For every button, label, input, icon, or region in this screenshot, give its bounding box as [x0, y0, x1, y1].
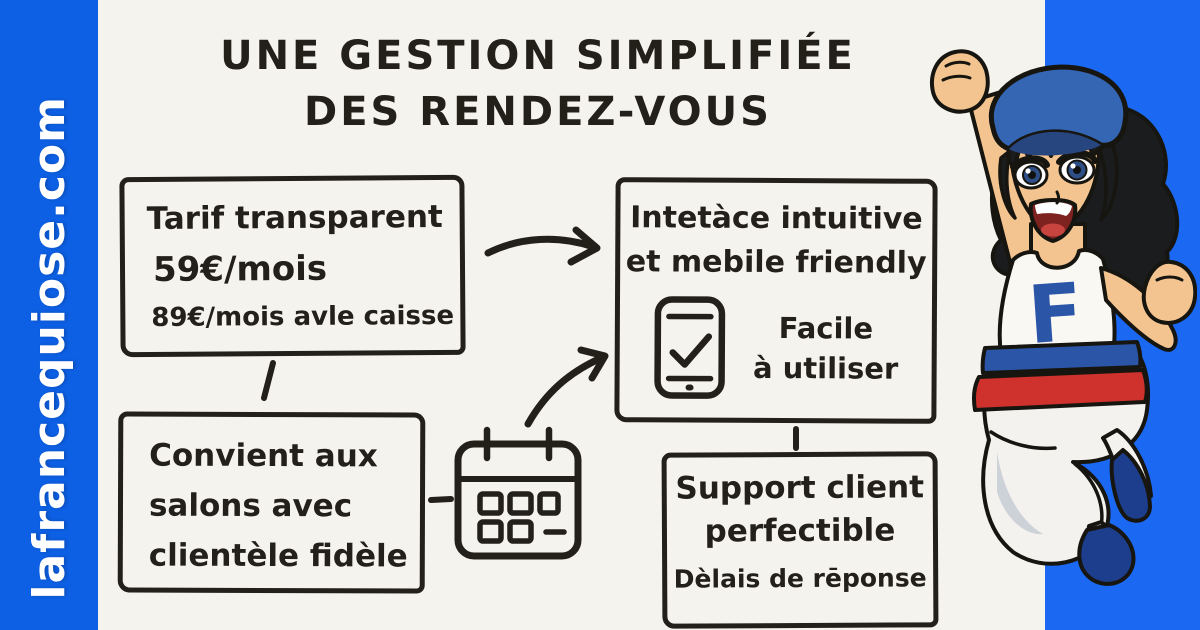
audience-line-2: salons avec [148, 487, 353, 525]
connector-dash [428, 496, 454, 503]
audience-line-3: clientèle fidèle [148, 537, 408, 575]
support-line-1: Support client [675, 469, 925, 507]
support-box: Support client perfectible Dèlais de rēp… [661, 451, 939, 629]
brand-sidebar: lafrancequiose.com [0, 0, 98, 630]
curved-arrow-up-right-icon [524, 346, 609, 428]
interface-caption: Facile à utiliser [753, 308, 899, 389]
interface-line-1: Intetàce intuitive [630, 200, 923, 237]
pricing-box: Tarif transparent 59€/mois 89€/mois avle… [119, 174, 466, 358]
mascot-raised-arm [967, 88, 1049, 268]
pricing-title: Tarif transparent [146, 198, 443, 238]
phone-check-icon [654, 296, 726, 399]
calendar-icon [454, 426, 582, 560]
site-url: lafrancequiose.com [23, 96, 75, 600]
title-line-1: UNE GESTION SIMPLIFIÉE [220, 33, 856, 79]
support-line-2: perfectible [704, 512, 896, 550]
page-title: UNE GESTION SIMPLIFIÉE DES RENDEZ-VOUS [98, 28, 978, 140]
audience-box: Convient aux salons avec clientèle fidèl… [117, 411, 426, 594]
caption-line-1: Facile [778, 311, 874, 346]
caption-line-2: à utiliser [752, 350, 899, 386]
title-line-2: DES RENDEZ-VOUS [304, 89, 772, 135]
interface-line-2: et mebile friendly [625, 244, 927, 281]
blue-side-panel [1045, 0, 1200, 630]
interface-box: Intetàce intuitive et mebile friendly Fa… [614, 177, 938, 424]
pricing-alt: 89€/mois avle caisse [151, 300, 455, 333]
audience-line-1: Convient aux [149, 437, 378, 475]
pricing-main: 59€/mois [152, 248, 328, 290]
curved-arrow-right-icon [484, 226, 601, 266]
connector-line-left [261, 360, 276, 401]
support-line-3: Dèlais de rēponse [673, 563, 927, 594]
